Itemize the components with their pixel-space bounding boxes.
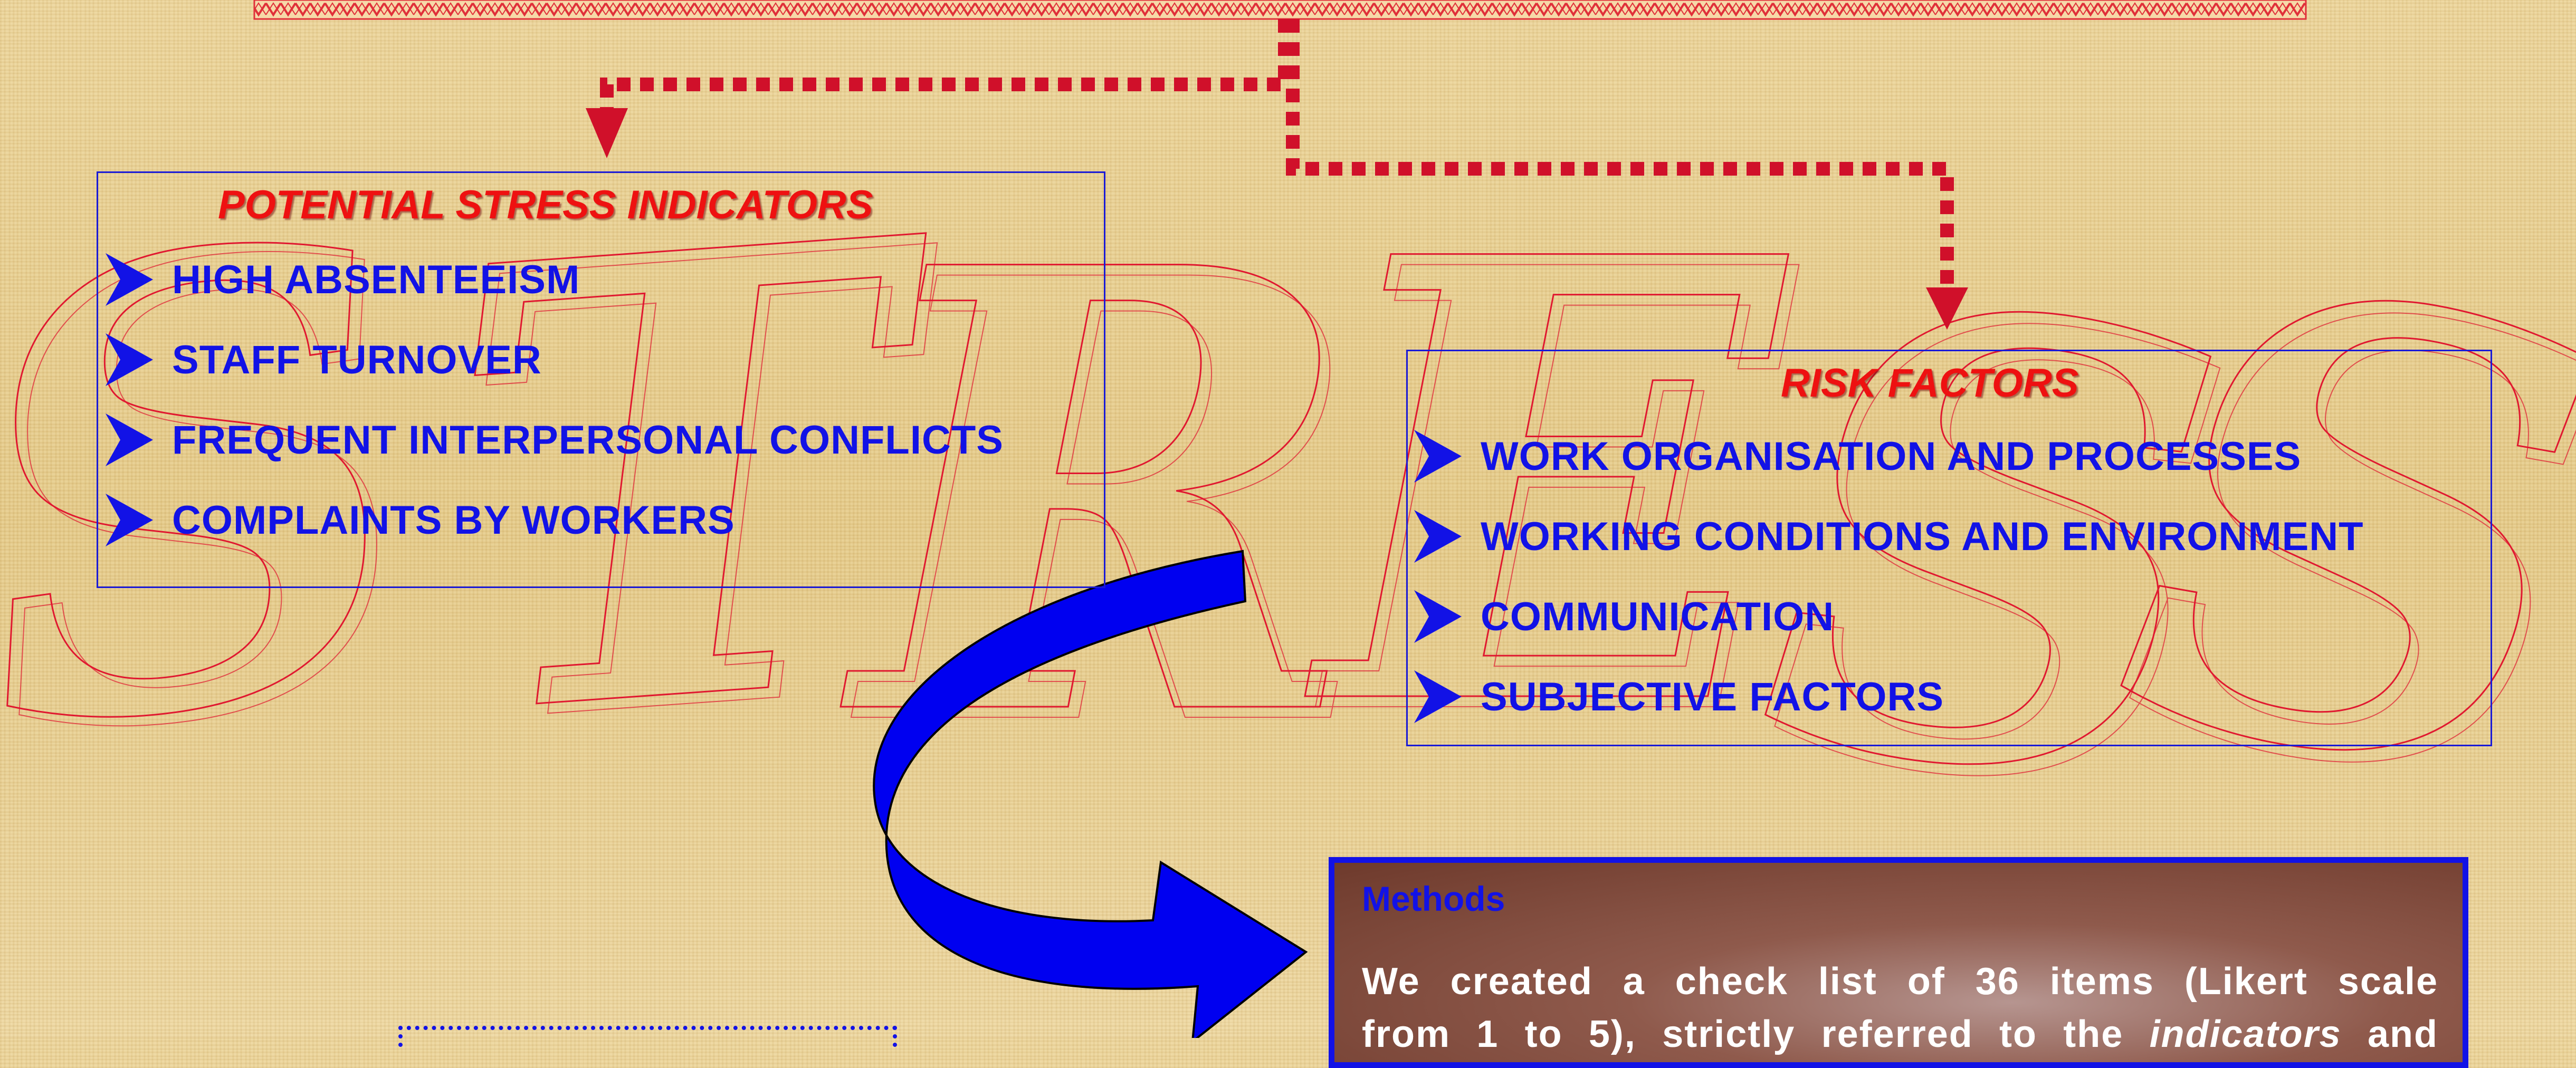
letter-s2: S (1740, 169, 2250, 923)
arrow-bullet-icon (106, 253, 153, 306)
curved-arrow (873, 550, 1308, 1038)
risk-item-communication: COMMUNICATION (1414, 590, 1834, 643)
arrowhead-risk-factors (1926, 287, 1968, 330)
methods-text: We created a check list of 36 items (Lik… (1362, 955, 2438, 1061)
indicator-label: FREQUENT INTERPERSONAL CONFLICTS (172, 417, 1004, 463)
arrow-bullet-icon (1414, 430, 1462, 483)
methods-title: Methods (1362, 879, 1505, 918)
svg-text:S: S (1750, 181, 2260, 935)
decoration-layer: S T R E S S S T R E S S (0, 0, 2576, 1038)
indicator-label: STAFF TURNOVER (172, 337, 542, 382)
arrow-bullet-icon (106, 413, 153, 466)
indicator-label: HIGH ABSENTEEISM (172, 257, 580, 302)
methods-line-2-start: from 1 to 5), strictly referred to the (1362, 1013, 2150, 1055)
dotted-box-bottom (398, 1026, 897, 1047)
top-banner (253, 0, 2307, 20)
arrow-bullet-icon (1414, 510, 1462, 563)
connector-to-risk-factors (1286, 19, 1954, 287)
risk-label: SUBJECTIVE FACTORS (1481, 674, 1944, 719)
letter-t: T (430, 106, 971, 851)
methods-line-2-end: and (2341, 1013, 2438, 1055)
methods-panel: Methods We created a check list of 36 it… (1329, 857, 2468, 1068)
indicator-item-frequent-conflicts: FREQUENT INTERPERSONAL CONFLICTS (106, 413, 1004, 466)
risk-item-working-conditions: WORKING CONDITIONS AND ENVIRONMENT (1414, 510, 2364, 563)
arrow-bullet-icon (106, 494, 153, 546)
methods-line-2-emphasis: indicators (2149, 1013, 2342, 1055)
svg-text:E: E (1311, 138, 1804, 850)
risk-label: WORKING CONDITIONS AND ENVIRONMENT (1481, 514, 2364, 559)
svg-text:R: R (846, 148, 1370, 861)
risk-label: COMMUNICATION (1481, 594, 1835, 639)
connector-to-indicators (600, 19, 1292, 108)
risk-item-work-organisation: WORK ORGANISATION AND PROCESSES (1414, 430, 2301, 483)
indicators-box (97, 171, 1105, 588)
arrow-bullet-icon (1414, 590, 1462, 643)
indicator-item-complaints: COMPLAINTS BY WORKERS (106, 494, 735, 546)
letter-e: E (1300, 127, 1793, 840)
arrow-bullet-icon (106, 333, 153, 386)
indicator-item-high-absenteeism: HIGH ABSENTEEISM (106, 253, 580, 306)
risk-factors-title: RISK FACTORS (1781, 361, 2079, 406)
arrow-bullet-icon (1414, 670, 1462, 723)
methods-line-1: We created a check list of 36 items (Lik… (1362, 960, 2438, 1003)
indicator-item-staff-turnover: STAFF TURNOVER (106, 333, 542, 386)
risk-label: WORK ORGANISATION AND PROCESSES (1481, 434, 2302, 479)
risk-factors-box (1406, 350, 2492, 746)
risk-item-subjective: SUBJECTIVE FACTORS (1414, 670, 1944, 723)
arrowhead-indicators (586, 108, 628, 158)
background-word-letters: S T R E S S (0, 103, 2576, 925)
methods-line-2: from 1 to 5), strictly referred to the i… (1362, 1008, 2438, 1061)
connector-lines (600, 19, 1954, 287)
indicator-label: COMPLAINTS BY WORKERS (172, 497, 735, 543)
indicators-title: POTENTIAL STRESS INDICATORS (218, 182, 873, 227)
